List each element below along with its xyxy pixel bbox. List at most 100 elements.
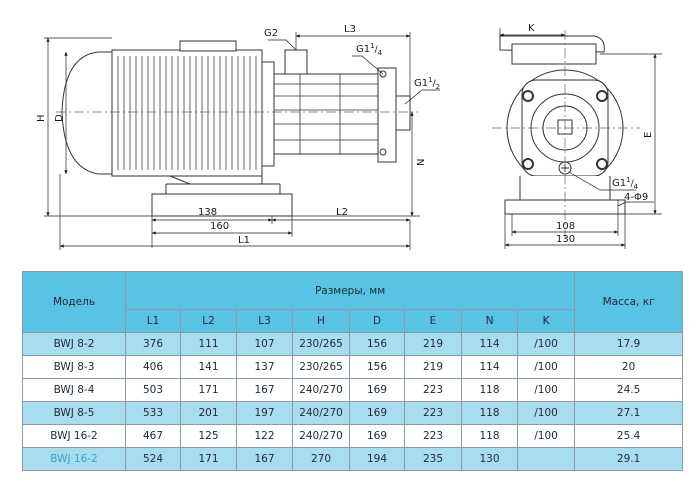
terminal-box [179,40,237,52]
cell-e: 235 [404,447,462,471]
pump-casing [273,73,379,155]
cell-k: /100 [516,424,576,448]
cell-model: BWJ 16-2 [22,447,126,471]
cell-e: 219 [404,355,462,379]
motor-fan-cover [61,51,113,175]
cell-e: 223 [404,424,462,448]
motor-fins [117,56,257,170]
table-row: BWJ 8-4 503 171 167 240/270 169 223 118 … [22,378,684,402]
cell-l2: 201 [180,401,237,425]
cell-mass: 17.9 [574,332,684,356]
cell-n: 130 [461,447,518,471]
cell-h: 240/270 [292,424,350,448]
cell-d: 156 [349,355,405,379]
cell-l2: 125 [180,424,237,448]
cell-d: 156 [349,332,405,356]
label-l2: L2 [336,207,348,218]
cell-e: 219 [404,332,462,356]
cell-mass: 29.1 [574,447,684,471]
label-138: 138 [198,207,217,218]
cell-l1: 376 [125,332,181,356]
cell-n: 118 [461,378,518,402]
label-l1: L1 [238,235,250,246]
label-g112: G11/2 [414,76,440,91]
side-view-labels: G2 L3 G11/4 G11/2 H D N 138 L2 160 L1 [36,24,440,246]
cell-l1: 406 [125,355,181,379]
cell-k: /100 [516,378,576,402]
cell-model: BWJ 8-4 [22,378,126,402]
cell-l2: 171 [180,447,237,471]
cell-l1: 467 [125,424,181,448]
cell-n: 114 [461,355,518,379]
cell-k: /100 [516,332,576,356]
header-model: Модель [22,271,126,333]
cell-l2: 171 [180,378,237,402]
table-row: BWJ 8-3 406 141 137 230/265 156 219 114 … [22,355,684,379]
label-160: 160 [210,221,229,232]
cell-k [516,447,576,471]
cell-mass: 27.1 [574,401,684,425]
cell-l2: 111 [180,332,237,356]
cell-model: BWJ 16-2 [22,424,126,448]
label-d: D [54,114,65,122]
front-view-labels: K E G11/4 4-Φ9 108 130 [528,23,654,245]
label-130: 130 [556,234,575,245]
cell-d: 194 [349,447,405,471]
cell-l2: 141 [180,355,237,379]
header-col-l2: L2 [180,309,237,333]
side-view [56,40,418,217]
label-k: K [528,23,535,34]
drain-plug [379,148,387,156]
cell-l3: 122 [236,424,293,448]
motor-foot [169,175,263,185]
cell-n: 118 [461,424,518,448]
pump-technical-drawing: G2 L3 G11/4 G11/2 H D N 138 L2 160 L1 [36,23,662,250]
front-view-dimensions [499,28,662,249]
cell-model: BWJ 8-5 [22,401,126,425]
table-row: BWJ 8-5 533 201 197 240/270 169 223 118 … [22,401,684,425]
header-col-e: E [404,309,462,333]
label-g2: G2 [264,28,278,39]
cell-h: 270 [292,447,350,471]
label-e: E [643,132,654,138]
cell-l3: 197 [236,401,293,425]
header-col-l3: L3 [236,309,293,333]
cell-d: 169 [349,424,405,448]
cell-h: 230/265 [292,355,350,379]
motor-body [111,49,263,177]
label-front-g14: G11/4 [612,176,639,191]
cell-l3: 167 [236,378,293,402]
cell-mass: 20 [574,355,684,379]
header-col-l1: L1 [125,309,181,333]
table-row: BWJ 16-2 524 171 167 270 194 235 130 29.… [22,447,684,471]
label-holes: 4-Φ9 [624,192,648,203]
table-row: BWJ 8-2 376 111 107 230/265 156 219 114 … [22,332,684,356]
cell-h: 240/270 [292,378,350,402]
header-mass: Масса, кг [574,271,684,333]
pump-end-head [377,67,397,163]
cell-l1: 503 [125,378,181,402]
label-n: N [416,159,427,166]
cell-mass: 24.5 [574,378,684,402]
cell-n: 114 [461,332,518,356]
cell-l3: 107 [236,332,293,356]
header-col-h: H [292,309,350,333]
table-row: BWJ 16-2 467 125 122 240/270 169 223 118… [22,424,684,448]
cell-mass: 25.4 [574,424,684,448]
label-108: 108 [556,221,575,232]
pump-tie-rods [274,74,378,154]
cell-n: 118 [461,401,518,425]
cell-e: 223 [404,401,462,425]
label-l3: L3 [344,24,356,35]
cell-l1: 533 [125,401,181,425]
vent-plug [379,70,387,78]
drawing-canvas: G2 L3 G11/4 G11/2 H D N 138 L2 160 L1 [36,23,662,250]
cell-l1: 524 [125,447,181,471]
discharge-outlet [284,49,308,75]
cell-e: 223 [404,378,462,402]
cell-d: 169 [349,401,405,425]
header-col-k: K [516,309,576,333]
label-h: H [36,114,47,122]
cell-l3: 137 [236,355,293,379]
header-col-n: N [461,309,518,333]
